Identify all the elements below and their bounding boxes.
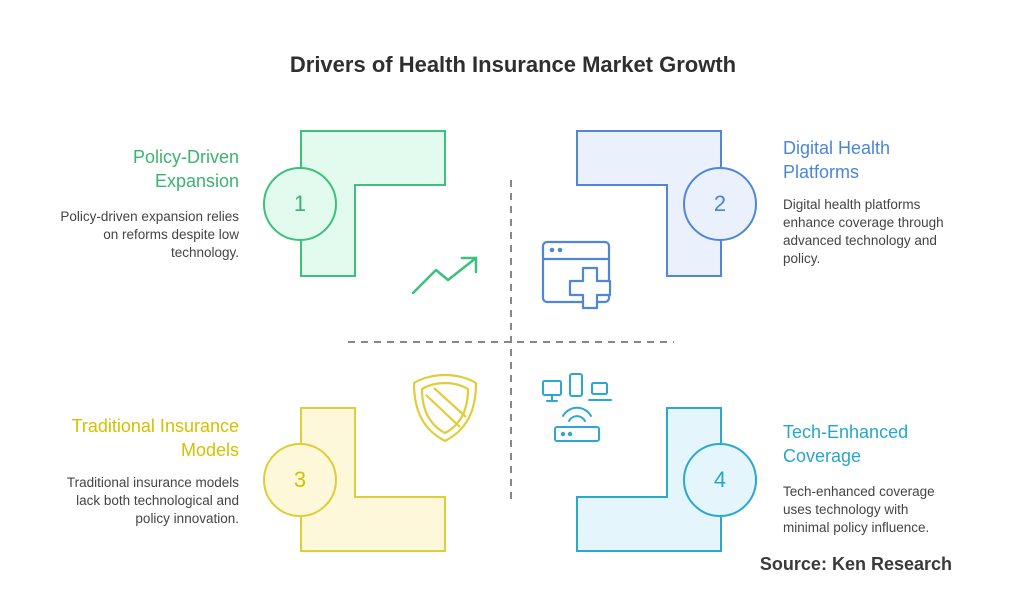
quadrant-3-circle [263,443,337,517]
diagram-title: Drivers of Health Insurance Market Growt… [289,52,737,77]
health-app-icon [541,240,612,310]
quadrant-2-desc: Digital health platforms enhance coverag… [783,197,944,266]
quadrant-2-title: Digital Health Platforms [783,138,891,182]
quadrant-4-desc: Tech-enhanced coverage uses technology w… [783,484,935,535]
quadrant-4-title: Tech-Enhanced Coverage [783,422,909,466]
quadrant-1-shape [300,130,446,277]
devices-router-icon [542,373,612,442]
quadrant-4-number: 4 [713,467,727,492]
quadrant-2-shape [576,130,722,277]
quadrant-2-number: 2 [713,191,727,216]
quadrant-3-desc: Traditional insurance models lack both t… [66,475,239,526]
quadrant-3-title: Traditional Insurance Models [71,416,239,460]
quadrant-2-circle [683,167,757,241]
source-label: Source: Ken Research [759,554,952,574]
quadrant-1-title: Policy-Driven Expansion [132,147,239,191]
quadrant-1-desc: Policy-driven expansion relies on reform… [60,209,239,260]
trend-up-icon [411,256,478,295]
quadrant-1-circle [263,167,337,241]
quadrant-4-circle [683,443,757,517]
quadrant-1-number: 1 [293,191,307,216]
shield-icon [412,373,478,443]
quadrant-3-number: 3 [293,467,307,492]
quadrant-3-shape [300,407,446,552]
quadrant-4-shape [576,407,722,552]
